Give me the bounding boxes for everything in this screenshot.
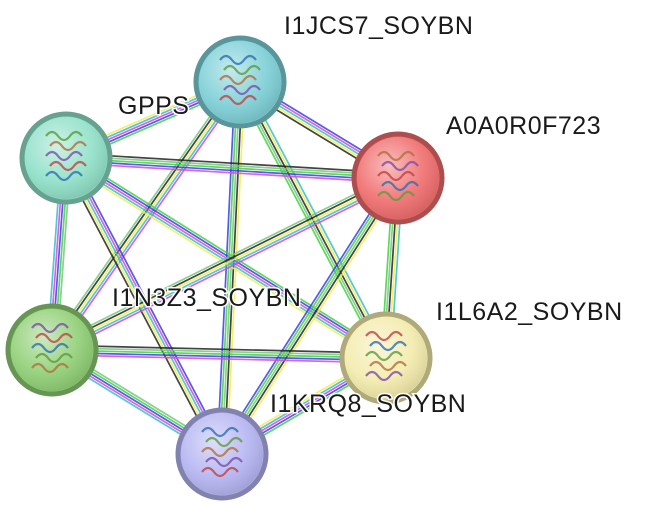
edge-strand xyxy=(221,177,399,455)
edge-strand xyxy=(225,180,403,458)
nodes-layer xyxy=(5,35,445,501)
edge-strand xyxy=(51,177,399,351)
structure-strand xyxy=(219,94,257,106)
structure-strand xyxy=(381,160,419,172)
edge-strand xyxy=(65,159,398,182)
structure-strand xyxy=(377,190,415,202)
node-label-I1JCS7_SOYBN: I1JCS7_SOYBN xyxy=(284,12,473,40)
node-label-A0A0R0F723: A0A0R0F723 xyxy=(446,112,601,140)
structure-strand xyxy=(365,330,403,342)
edge-strand xyxy=(51,81,241,351)
structure-strand xyxy=(369,360,407,372)
edge-strand xyxy=(65,161,398,184)
structure-strand xyxy=(49,140,87,152)
edge-strand xyxy=(51,349,387,359)
node-label-I1L6A2_SOYBN: I1L6A2_SOYBN xyxy=(436,298,623,326)
protein-structure-icon xyxy=(219,54,261,106)
structure-strand xyxy=(223,64,261,76)
structure-strand xyxy=(365,350,403,362)
protein-structure-icon xyxy=(365,330,407,382)
node-label-GPPS: GPPS xyxy=(118,92,189,120)
structure-strand xyxy=(205,456,243,468)
node-sheen xyxy=(345,317,427,399)
edge-strand xyxy=(66,155,388,357)
structure-strand xyxy=(219,74,257,86)
structure-strand xyxy=(31,362,69,374)
node-sheen xyxy=(199,41,281,123)
structure-strand xyxy=(35,332,73,344)
node-label-I1N3Z3_SOYBN: I1N3Z3_SOYBN xyxy=(112,284,301,312)
node-I1JCS7_SOYBN[interactable] xyxy=(193,35,287,129)
structure-strand xyxy=(49,160,87,172)
edge-strand xyxy=(47,78,237,348)
edge-strand xyxy=(64,159,386,361)
node-A0A0R0F723[interactable] xyxy=(351,131,445,225)
edge-I1JCS7_SOYBN-I1N3Z3_SOYBN[interactable] xyxy=(47,78,245,354)
structure-strand xyxy=(45,130,83,142)
structure-strand xyxy=(365,370,403,382)
structure-strand xyxy=(377,170,415,182)
edge-strand xyxy=(66,154,399,177)
node-sheen xyxy=(181,413,263,495)
node-I1N3Z3_SOYBN[interactable] xyxy=(5,303,99,397)
node-sheen xyxy=(25,117,107,199)
edge-strand xyxy=(52,346,387,357)
node-sheen xyxy=(11,309,93,391)
edge-strand xyxy=(221,81,241,455)
node-label-I1KRQ8_SOYBN: I1KRQ8_SOYBN xyxy=(270,390,466,418)
edge-strand xyxy=(225,82,246,455)
node-I1KRQ8_SOYBN[interactable] xyxy=(175,407,269,501)
edge-A0A0R0F723-I1N3Z3_SOYBN[interactable] xyxy=(49,172,401,356)
structure-strand xyxy=(381,180,419,192)
edge-strand xyxy=(50,175,398,349)
protein-structure-icon xyxy=(377,150,419,202)
edge-strand xyxy=(52,344,387,355)
edge-strand xyxy=(51,351,386,362)
edge-strand xyxy=(66,152,399,175)
edge-strand xyxy=(55,84,245,354)
structure-strand xyxy=(45,170,83,182)
edge-GPPS-A0A0R0F723[interactable] xyxy=(65,152,399,184)
edge-strand xyxy=(219,176,397,454)
protein-structure-icon xyxy=(201,426,243,478)
protein-structure-icon xyxy=(31,322,73,374)
structure-strand xyxy=(31,322,69,334)
structure-strand xyxy=(201,426,239,438)
structure-strand xyxy=(223,84,261,96)
edge-strand xyxy=(68,153,389,355)
structure-strand xyxy=(35,352,73,364)
structure-strand xyxy=(31,342,69,354)
structure-strand xyxy=(45,150,83,162)
edge-strand xyxy=(51,353,386,364)
edge-strand xyxy=(49,172,397,347)
protein-structure-icon xyxy=(45,130,87,182)
node-sheen xyxy=(357,137,439,219)
edge-strand xyxy=(53,82,243,352)
structure-strand xyxy=(377,150,415,162)
edge-A0A0R0F723-I1KRQ8_SOYBN[interactable] xyxy=(217,174,403,458)
edge-strand xyxy=(69,155,227,453)
edge-I1N3Z3_SOYBN-I1L6A2_SOYBN[interactable] xyxy=(51,344,387,364)
edge-strand xyxy=(67,156,225,454)
edge-strand xyxy=(223,178,401,456)
edge-strand xyxy=(49,80,239,350)
node-I1L6A2_SOYBN[interactable] xyxy=(339,311,433,405)
structure-strand xyxy=(219,54,257,66)
node-GPPS[interactable] xyxy=(19,111,113,205)
structure-strand xyxy=(201,466,239,478)
edge-strand xyxy=(216,81,237,454)
structure-strand xyxy=(205,436,243,448)
edge-strand xyxy=(52,179,400,353)
edge-strand xyxy=(65,157,399,179)
edge-strand xyxy=(217,174,395,452)
structure-strand xyxy=(201,446,239,458)
edges-layer xyxy=(46,76,404,459)
structure-strand xyxy=(369,340,407,352)
edge-strand xyxy=(53,181,401,356)
